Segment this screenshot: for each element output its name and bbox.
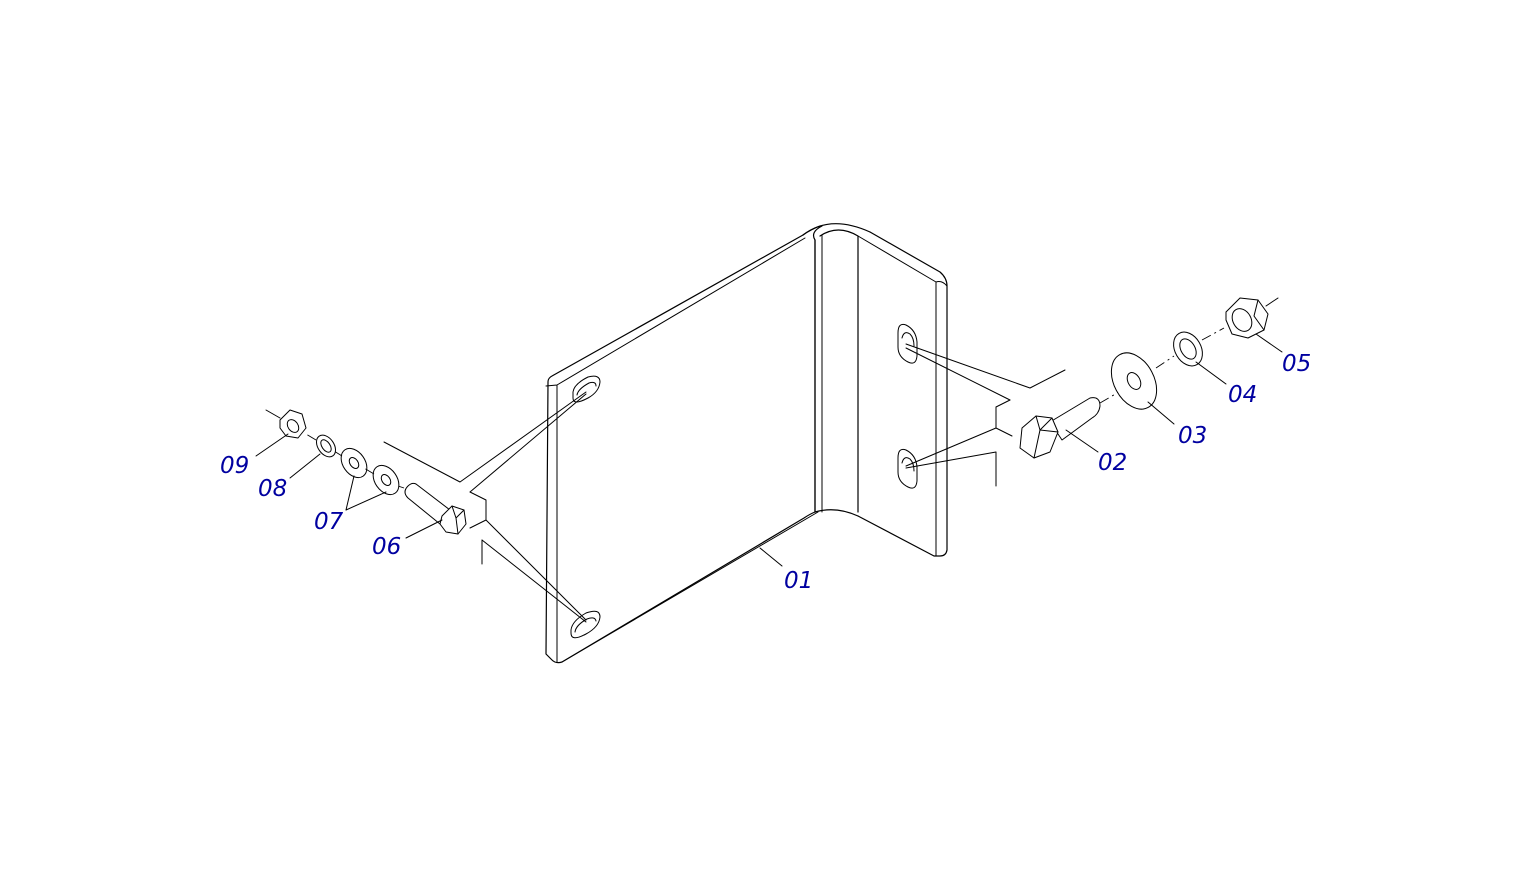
leader-09 bbox=[255, 433, 289, 457]
washer-03-hole bbox=[1126, 372, 1142, 390]
leader-05 bbox=[1255, 333, 1283, 353]
bracket-left-flange-face bbox=[545, 237, 806, 663]
bolt-02-head-edges bbox=[1033, 415, 1059, 459]
slot-right-upper-inner bbox=[901, 332, 915, 347]
leader-07 bbox=[345, 475, 387, 511]
slot-right-lower-inner bbox=[901, 457, 915, 472]
leader-08 bbox=[289, 453, 321, 479]
lock-washer-08 bbox=[315, 434, 337, 458]
axis-left-4 bbox=[305, 433, 317, 441]
bracket-bend bbox=[802, 223, 871, 517]
slot-left-upper-inner bbox=[576, 381, 597, 396]
leader-03 bbox=[1147, 401, 1175, 425]
label-09: 09 bbox=[220, 453, 249, 479]
bolt-02-shank bbox=[1049, 397, 1101, 441]
slot-left-lower bbox=[570, 610, 601, 639]
leader-02 bbox=[1065, 429, 1099, 453]
nut-09-hole bbox=[286, 419, 300, 433]
label-05: 05 bbox=[1282, 351, 1311, 377]
nut-05 bbox=[1225, 297, 1269, 339]
lock-washer-04-outer bbox=[1173, 331, 1203, 367]
axis-left-2 bbox=[363, 467, 375, 475]
bolt-02 bbox=[1019, 397, 1101, 459]
lock-washer-04 bbox=[1173, 331, 1203, 367]
proj-right-break bbox=[995, 399, 1013, 437]
axis-right-3 bbox=[1201, 327, 1225, 341]
axis-left-end bbox=[265, 409, 281, 419]
slot-left-upper bbox=[572, 375, 601, 403]
label-02: 02 bbox=[1098, 450, 1127, 476]
angle-bracket bbox=[545, 223, 948, 664]
lock-washer-08-inner bbox=[320, 439, 332, 453]
slot-right-lower bbox=[897, 448, 918, 489]
proj-right-upper bbox=[905, 343, 1066, 401]
label-07: 07 bbox=[314, 509, 344, 535]
proj-left-lower bbox=[481, 519, 587, 623]
label-04: 04 bbox=[1228, 382, 1257, 408]
nut-05-edges bbox=[1253, 299, 1265, 331]
slot-left-lower-inner bbox=[574, 617, 597, 633]
proj-left-break bbox=[469, 491, 487, 565]
bolt-06-head-edges bbox=[451, 505, 465, 535]
leader-04 bbox=[1195, 361, 1227, 385]
label-01: 01 bbox=[784, 568, 813, 594]
bracket-right-flange-outline bbox=[857, 231, 948, 557]
proj-left-upper bbox=[383, 391, 587, 493]
bracket-right-flange-face bbox=[857, 235, 948, 557]
bolt-06 bbox=[404, 482, 467, 535]
leader-lines bbox=[255, 333, 1283, 567]
washer-07b-hole bbox=[380, 474, 392, 486]
washers-07 bbox=[340, 447, 400, 496]
part-labels: 01 02 03 04 05 06 07 08 09 bbox=[220, 351, 1311, 594]
label-06: 06 bbox=[372, 534, 401, 560]
washer-07a-hole bbox=[348, 457, 360, 469]
leader-01 bbox=[759, 547, 783, 567]
nut-09 bbox=[279, 409, 307, 439]
washer-03 bbox=[1110, 352, 1158, 410]
slot-right-upper bbox=[897, 323, 918, 364]
leader-06 bbox=[405, 519, 443, 539]
bracket-left-flange-outline bbox=[545, 225, 823, 664]
bolt-06-head bbox=[439, 505, 467, 535]
bracket-bottom-edge bbox=[561, 511, 819, 663]
proj-right-lower bbox=[905, 427, 997, 487]
label-03: 03 bbox=[1178, 423, 1207, 449]
label-08: 08 bbox=[258, 476, 287, 502]
lock-washer-04-inner bbox=[1179, 338, 1197, 360]
projection-lines bbox=[383, 343, 1066, 623]
axis-right-end bbox=[1265, 297, 1279, 307]
axis-right-2 bbox=[1155, 355, 1175, 369]
nut-05-hole bbox=[1231, 308, 1253, 332]
